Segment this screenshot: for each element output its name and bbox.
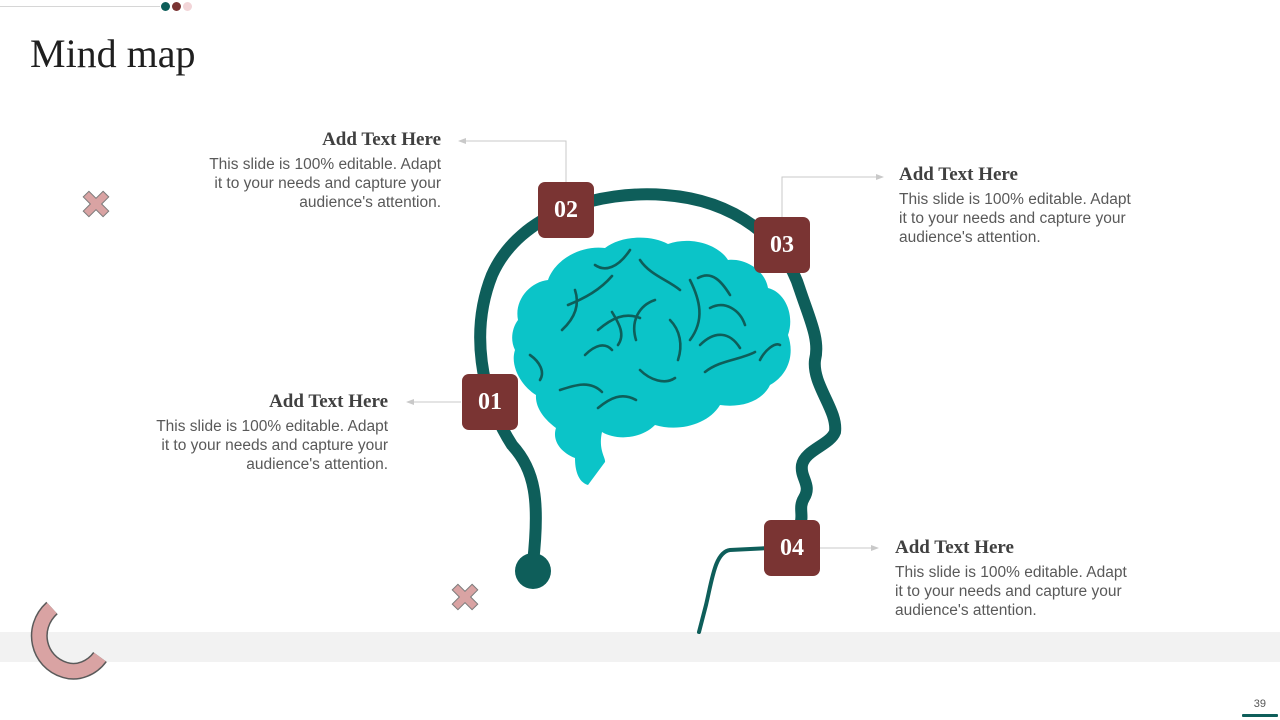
- arc-icon: [30, 601, 107, 680]
- top-decor-line: [0, 6, 160, 7]
- text-block-heading: Add Text Here: [322, 129, 441, 150]
- number-box-03: 03: [754, 217, 810, 273]
- text-block-description: This slide is 100% editable. Adapt it to…: [895, 564, 1127, 620]
- text-block-heading: Add Text Here: [899, 164, 1018, 185]
- number-box-04: 04: [764, 520, 820, 576]
- text-block-description: This slide is 100% editable. Adapt it to…: [899, 191, 1131, 247]
- page-number-underline: [1242, 714, 1278, 717]
- top-decor-dot-maroon: [172, 2, 181, 11]
- text-block-heading: Add Text Here: [895, 537, 1014, 558]
- number-box-02: 02: [538, 182, 594, 238]
- stem-end-dot: [515, 553, 551, 589]
- text-block-description: This slide is 100% editable. Adapt it to…: [209, 156, 441, 212]
- bottom-band: [0, 632, 1280, 662]
- text-block-description: This slide is 100% editable. Adapt it to…: [156, 418, 388, 474]
- text-block-04: Add Text Here This slide is 100% editabl…: [895, 537, 1135, 621]
- cross-icon: [451, 583, 479, 611]
- text-block-03: Add Text Here This slide is 100% editabl…: [899, 164, 1139, 248]
- page-number: 39: [1253, 698, 1266, 710]
- text-block-01: Add Text Here This slide is 100% editabl…: [148, 391, 388, 475]
- text-block-02: Add Text Here This slide is 100% editabl…: [201, 129, 441, 213]
- number-box-01: 01: [462, 374, 518, 430]
- top-decor-dot-teal: [161, 2, 170, 11]
- text-block-heading: Add Text Here: [269, 391, 388, 412]
- cross-icon: [82, 190, 110, 218]
- top-decor-dot-pink: [183, 2, 192, 11]
- brain-icon: [512, 237, 791, 485]
- slide-title: Mind map: [30, 31, 196, 76]
